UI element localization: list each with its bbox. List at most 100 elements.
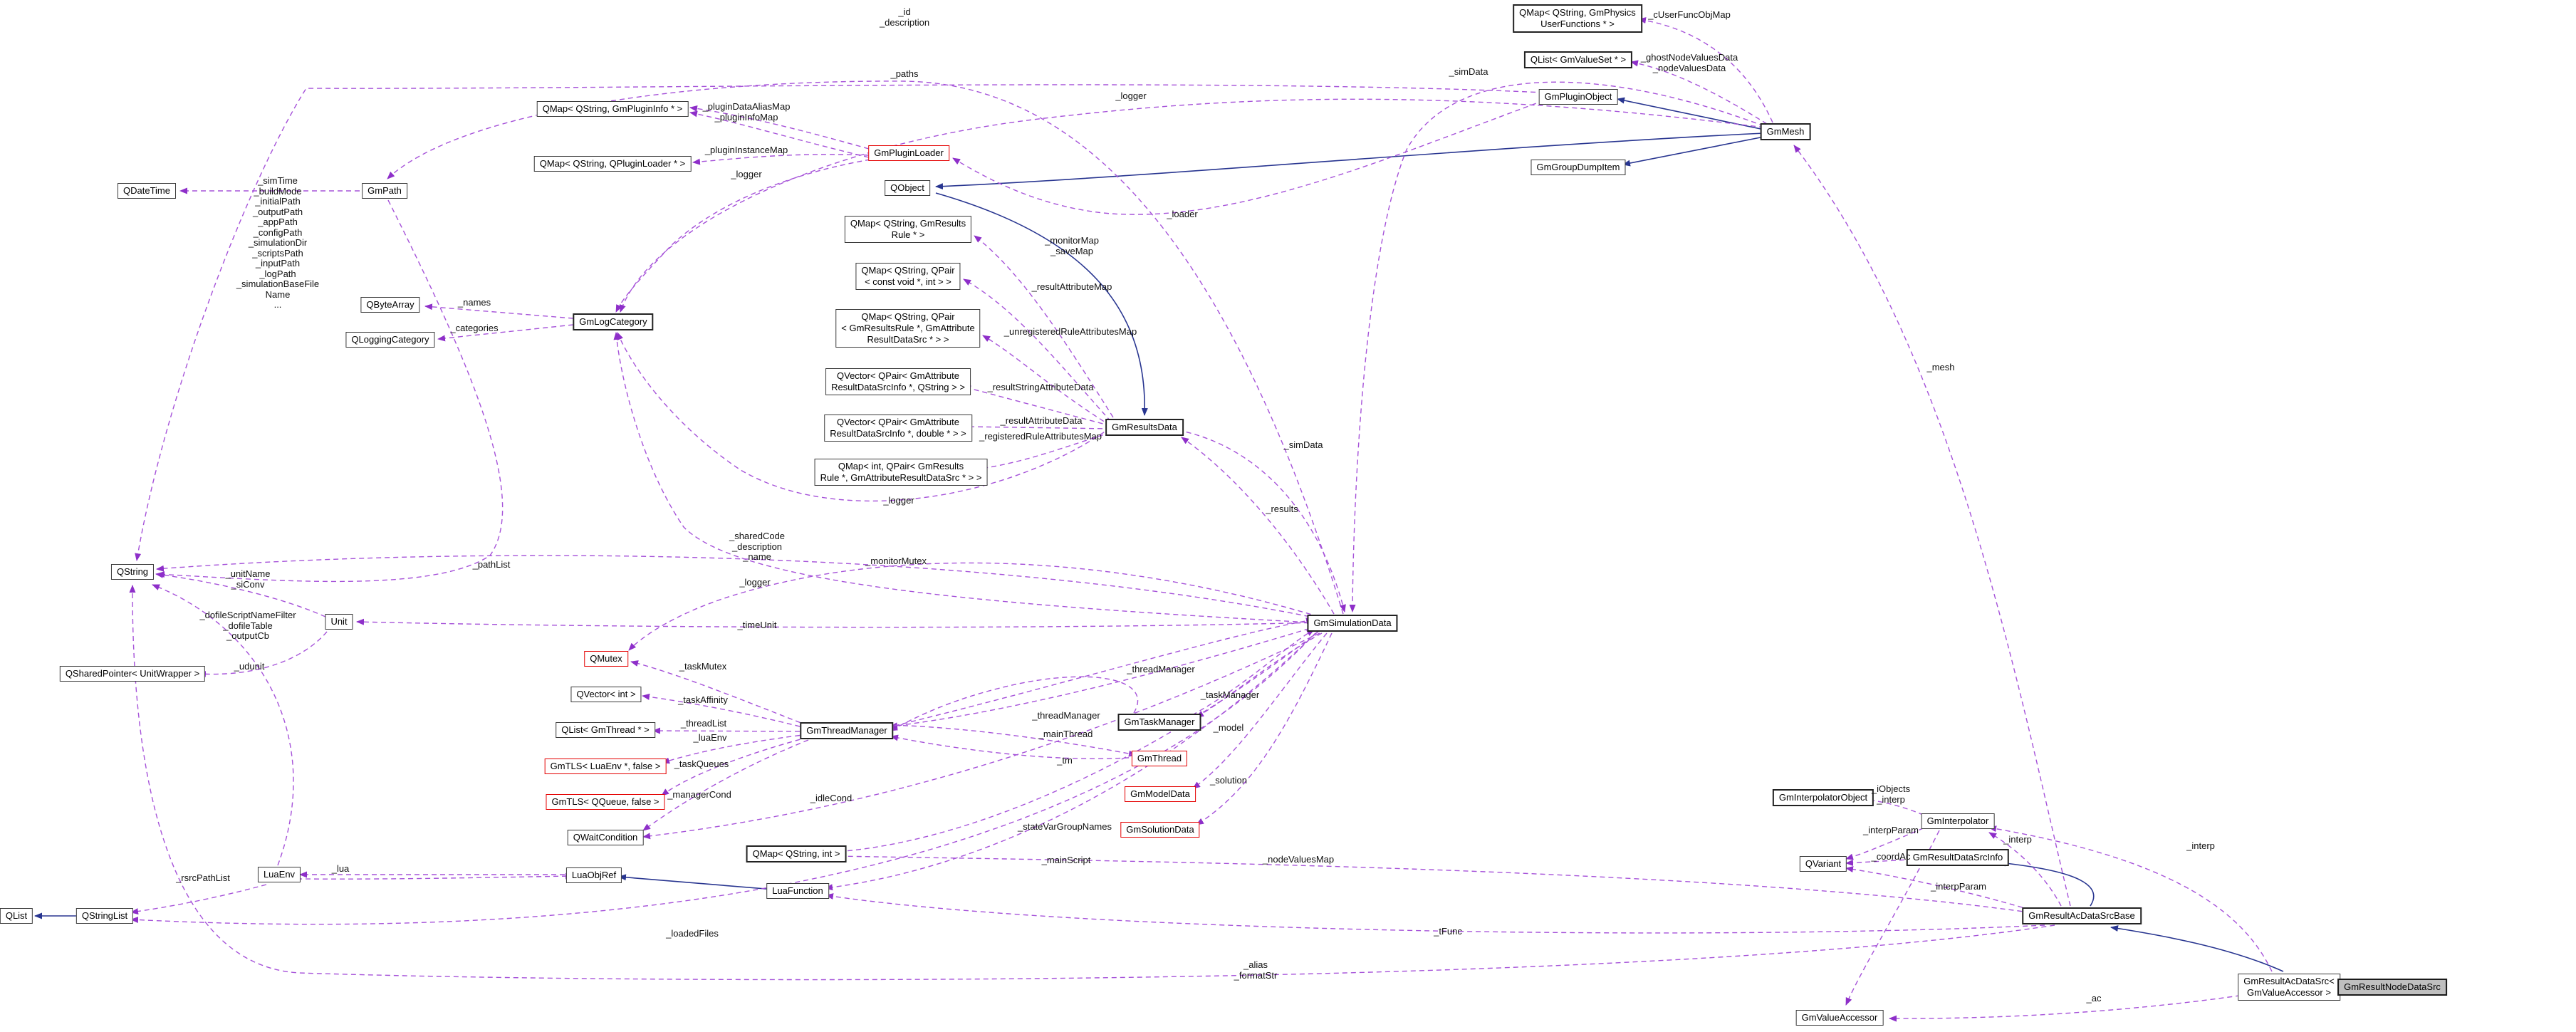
node-gminterpolator[interactable]: GmInterpolator <box>1921 813 1995 829</box>
node-luafunction[interactable]: LuaFunction <box>766 883 829 899</box>
node-label: ResultDataSrc * > > <box>867 334 949 345</box>
edge-label: _mainThread <box>1038 729 1093 739</box>
node-gmresultacdatasrc[interactable]: GmResultAcDataSrc<GmValueAccessor > <box>2238 974 2340 1001</box>
edge-label: _ghostNodeValuesData_nodeValuesData <box>1640 52 1738 73</box>
node-label: QMap< QString, GmPhysics <box>1519 7 1636 18</box>
node-qstringlist[interactable]: QStringList <box>75 908 134 924</box>
edge-gmlogcategory-to-qloggingcategory <box>437 324 574 342</box>
edge-gmsimulationdata-to-qwaitcondition <box>642 632 1320 840</box>
node-gmthread[interactable]: GmThread <box>1131 751 1188 766</box>
node-qwaitcondition[interactable]: QWaitCondition <box>567 830 644 845</box>
edge-gmpath-to-qstring <box>157 199 504 583</box>
node-gmsolutiondata[interactable]: GmSolutionData <box>1120 822 1200 838</box>
edge-gmresultacdatasrcbase-to-gmresultdatasrcinfo <box>1998 860 2095 907</box>
node-qloggingcategory[interactable]: QLoggingCategory <box>345 332 435 348</box>
edge-label: _paths <box>890 68 919 79</box>
edge-gmmesh-to-gmsimulationdata <box>1349 81 1765 613</box>
node-qmap-qstring-int[interactable]: QMap< QString, int > <box>746 845 847 862</box>
node-qmap-qpluginloader[interactable]: QMap< QString, QPluginLoader * > <box>533 156 692 172</box>
edge-gmsimulationdata-to-gmtaskmanager <box>1196 632 1323 718</box>
node-qmutex[interactable]: QMutex <box>584 651 628 667</box>
node-qvariant[interactable]: QVariant <box>1799 856 1847 872</box>
node-gmmodeldata[interactable]: GmModelData <box>1125 786 1196 802</box>
edge-gmsimulationdata-to-qstring <box>156 555 1318 619</box>
node-qsharedpointer-unitwrapper[interactable]: QSharedPointer< UnitWrapper > <box>59 666 206 682</box>
edge-label: _resultAttributeMap <box>1031 281 1112 292</box>
node-label: QMap< QString, QPair <box>861 265 955 276</box>
edge-luaenv-to-luaobjref <box>296 872 573 880</box>
node-label: GmModelData <box>1130 788 1190 799</box>
node-gmpath[interactable]: GmPath <box>362 183 407 199</box>
node-label: ResultDataSrcInfo *, double * > > <box>830 428 966 439</box>
node-gmpluginloader[interactable]: GmPluginLoader <box>868 145 949 161</box>
edge-gmresultsdata-to-qmap-int-rule-src <box>975 432 1112 472</box>
node-gmresultsdata[interactable]: GmResultsData <box>1105 419 1184 436</box>
edge-label: _ac <box>2086 993 2102 1004</box>
node-qstring[interactable]: QString <box>110 564 155 580</box>
node-qlist[interactable]: QList <box>0 908 33 924</box>
node-gmtls-luaenv[interactable]: GmTLS< LuaEnv *, false > <box>544 759 667 774</box>
node-qmap-constvoid-int[interactable]: QMap< QString, QPair< const void *, int … <box>855 263 961 290</box>
node-gmresultacdatasrcbase[interactable]: GmResultAcDataSrcBase <box>2022 907 2142 924</box>
node-gmtls-qqueue[interactable]: GmTLS< QQueue, false > <box>546 794 665 810</box>
node-unit[interactable]: Unit <box>325 614 353 630</box>
node-gmpluginobject[interactable]: GmPluginObject <box>1538 89 1618 105</box>
edge-label: _interp <box>2186 840 2215 851</box>
node-gmmesh[interactable]: GmMesh <box>1760 123 1811 140</box>
edge-label: _taskMutex <box>679 661 727 672</box>
node-gmresultnodedatasrc[interactable]: GmResultNodeDataSrc <box>2337 979 2447 996</box>
edge-gmpluginobject-to-gmpluginloader <box>952 100 1545 215</box>
node-qlist-gmthread[interactable]: QList< GmThread * > <box>556 722 655 738</box>
node-gmresultdatasrcinfo[interactable]: GmResultDataSrcInfo <box>1906 849 2010 866</box>
node-gmlogcategory[interactable]: GmLogCategory <box>573 313 654 330</box>
edge-gmthreadmanager-to-gmthread <box>885 724 1137 757</box>
node-gmgroupdumpitem[interactable]: GmGroupDumpItem <box>1531 160 1626 175</box>
edge-label: _iObjects_interp <box>1871 783 1911 805</box>
node-luaenv[interactable]: LuaEnv <box>257 867 301 882</box>
node-qvector-int[interactable]: QVector< int > <box>570 687 642 702</box>
node-qobject[interactable]: QObject <box>885 180 930 196</box>
node-label: GmTaskManager <box>1124 716 1195 727</box>
edge-gmresultacdatasrcbase-to-qstring <box>129 585 2055 981</box>
node-gmtaskmanager[interactable]: GmTaskManager <box>1117 714 1201 731</box>
node-qdatetime[interactable]: QDateTime <box>118 183 176 199</box>
node-qmap-gmplugininfo[interactable]: QMap< QString, GmPluginInfo * > <box>536 101 689 117</box>
node-qbytearray[interactable]: QByteArray <box>360 297 420 313</box>
node-label: QWaitCondition <box>573 832 638 843</box>
edge-gmlogcategory-to-qbytearray <box>424 303 574 319</box>
node-label: GmPluginObject <box>1544 91 1612 102</box>
edge-luafunction-to-luaobjref <box>618 874 775 890</box>
edge-gmtaskmanager-to-gmthreadmanager <box>890 676 1139 731</box>
node-gmthreadmanager[interactable]: GmThreadManager <box>800 722 894 739</box>
node-gmvalueaccessor[interactable]: GmValueAccessor <box>1795 1010 1884 1026</box>
node-label: QMap< QString, int > <box>752 848 840 859</box>
node-gmsimulationdata[interactable]: GmSimulationData <box>1307 615 1398 632</box>
node-label: GmSolutionData <box>1126 824 1194 835</box>
edge-label: _pluginInstanceMap <box>704 145 788 155</box>
edge-gmresultsdata-to-qvector-attrinfo-double <box>964 423 1112 430</box>
edge-gmsimulationdata-to-qmap-qstring-int <box>835 630 1320 855</box>
edge-label: _logger <box>739 577 771 588</box>
node-label: QVariant <box>1805 858 1842 869</box>
edge-label: _stateVarGroupNames <box>1018 821 1112 832</box>
node-gminterpolatorobject[interactable]: GmInterpolatorObject <box>1772 789 1874 806</box>
edge-gmresultacdatasrcbase-to-gmmesh <box>1793 145 2071 907</box>
node-label: UserFunctions * > <box>1540 19 1615 29</box>
edge-luaenv-to-qstringlist <box>130 884 267 915</box>
node-label: QByteArray <box>366 299 414 310</box>
edge-label: _coordAc <box>1871 851 1911 862</box>
node-label: QStringList <box>81 910 128 921</box>
edge-label: _model <box>1213 722 1244 733</box>
edge-label: _taskManager <box>1200 689 1260 700</box>
node-label: GmResultAcDataSrcBase <box>2028 910 2135 921</box>
node-luaobjref[interactable]: LuaObjRef <box>565 867 622 883</box>
node-qmap-rule-attrsrc[interactable]: QMap< QString, QPair< GmResultsRule *, G… <box>835 309 981 348</box>
edge-label: _categories <box>450 323 499 333</box>
node-qlist-gmvalueset[interactable]: QList< GmValueSet * > <box>1523 51 1633 68</box>
node-label: GmInterpolator <box>1926 815 1989 826</box>
